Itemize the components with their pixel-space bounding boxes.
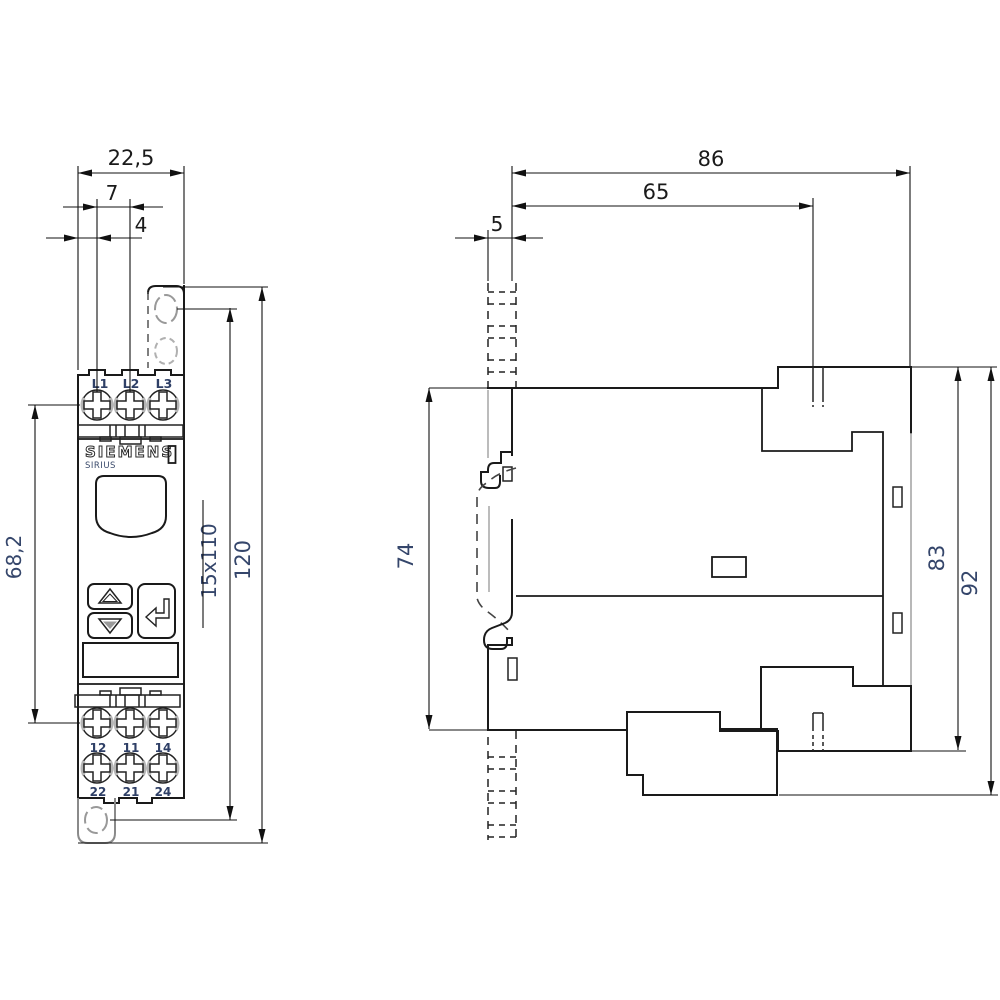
dim-overall-width-label: 22,5 xyxy=(108,146,155,170)
terminal-row-mid-labels: 12 11 14 xyxy=(90,741,172,755)
slot xyxy=(892,612,903,634)
top-secondary-hole xyxy=(154,337,178,365)
dim-terminal-row-spacing: 68,2 xyxy=(2,404,80,724)
top-screw-slot xyxy=(812,367,824,398)
dim-rail-section-height: 74 xyxy=(394,387,488,731)
screw-terminals xyxy=(80,389,180,784)
slot xyxy=(507,657,518,681)
dim-terminal-pitch-label: 7 xyxy=(106,181,119,205)
screw-terminal[interactable] xyxy=(80,389,114,421)
terminal-label-l1: L1 xyxy=(92,376,109,391)
label-plate xyxy=(82,642,179,678)
dim-edge-to-terminal-label: 4 xyxy=(135,213,148,237)
dim-rail-offset: 5 xyxy=(455,212,543,281)
button-enter[interactable] xyxy=(137,583,176,639)
side-detail-slots xyxy=(507,367,903,751)
top-terminal-clamp xyxy=(77,424,184,445)
terminal-label-12: 12 xyxy=(90,741,107,755)
dim-height-to-ledge-label: 83 xyxy=(925,545,949,572)
terminal-label-22: 22 xyxy=(90,785,107,799)
top-rail-hook xyxy=(480,451,513,489)
screw-terminal[interactable] xyxy=(113,389,147,421)
dim-side-overall-height-label: 92 xyxy=(958,570,982,597)
dim-mounting-slot: 15x110 xyxy=(110,308,237,821)
bottom-mounting-hook xyxy=(77,798,116,844)
series-label: SIRIUS xyxy=(85,461,116,471)
terminal-row-bot-labels: 22 21 24 xyxy=(90,785,172,799)
display-window xyxy=(95,475,167,538)
button-down[interactable] xyxy=(87,612,133,639)
brand-logo: SIEMENS xyxy=(85,443,174,461)
terminal-row-top: L1 L2 L3 xyxy=(92,376,173,391)
dim-depth-to-screw-label: 65 xyxy=(643,180,670,204)
front-dimensions: 22,5 7 4 68,2 15x110 xyxy=(2,146,268,844)
screw-terminal[interactable] xyxy=(80,752,114,784)
brand-logo-bar xyxy=(167,445,177,464)
screw-terminal[interactable] xyxy=(113,707,147,739)
dim-overall-depth-label: 86 xyxy=(698,147,725,171)
dim-overall-depth: 86 xyxy=(511,147,911,366)
side-view xyxy=(476,283,912,840)
terminal-label-24: 24 xyxy=(155,785,172,799)
top-terminal-phantom xyxy=(487,283,517,388)
slot xyxy=(892,486,903,508)
dim-edge-to-terminal: 4 xyxy=(46,213,147,242)
bottom-terminal-phantom xyxy=(487,731,517,840)
bottom-mounting-hole xyxy=(84,806,108,834)
terminal-label-11: 11 xyxy=(123,741,140,755)
terminal-label-l3: L3 xyxy=(156,376,173,391)
dim-height-to-ledge: 83 xyxy=(912,366,997,752)
slot xyxy=(711,556,747,578)
dim-overall-height: 120 xyxy=(78,286,268,844)
dim-overall-height-label: 120 xyxy=(231,540,255,580)
enter-arrow-icon xyxy=(144,598,170,628)
terminal-label-21: 21 xyxy=(123,785,140,799)
top-mounting-hook xyxy=(146,285,186,368)
screw-terminal[interactable] xyxy=(146,389,180,421)
dim-mounting-slot-label: 15x110 xyxy=(197,523,221,598)
bottom-rail-spring xyxy=(482,519,513,650)
top-mounting-hole xyxy=(154,294,178,324)
din-rail-clip xyxy=(476,451,517,650)
screw-terminal[interactable] xyxy=(146,707,180,739)
screw-terminal[interactable] xyxy=(80,707,114,739)
side-dimensions: 86 65 5 74 83 xyxy=(394,147,998,796)
device-body-outline xyxy=(77,285,185,804)
screw-terminal[interactable] xyxy=(113,752,147,784)
terminal-label-14: 14 xyxy=(155,741,172,755)
dim-side-overall-height: 92 xyxy=(779,367,998,796)
side-body-outline xyxy=(487,366,912,796)
front-foot-block xyxy=(626,711,778,796)
dim-overall-width: 22,5 xyxy=(77,146,185,370)
dim-rail-height-label: 74 xyxy=(394,543,418,570)
rear-bottom-block xyxy=(760,666,912,752)
front-view: L1 L2 L3 xyxy=(74,285,186,844)
bottom-screw-slot xyxy=(812,712,824,731)
button-up[interactable] xyxy=(87,583,133,610)
dim-depth-to-screw: 65 xyxy=(512,180,814,366)
screw-terminal[interactable] xyxy=(146,752,180,784)
dim-row-spacing-label: 68,2 xyxy=(2,535,26,580)
dim-terminal-pitch: 7 xyxy=(63,181,163,392)
dim-rail-offset-label: 5 xyxy=(491,212,504,236)
din-rail-profile xyxy=(476,467,517,635)
terminal-label-l2: L2 xyxy=(123,376,140,391)
bottom-terminal-clamp xyxy=(74,687,181,708)
